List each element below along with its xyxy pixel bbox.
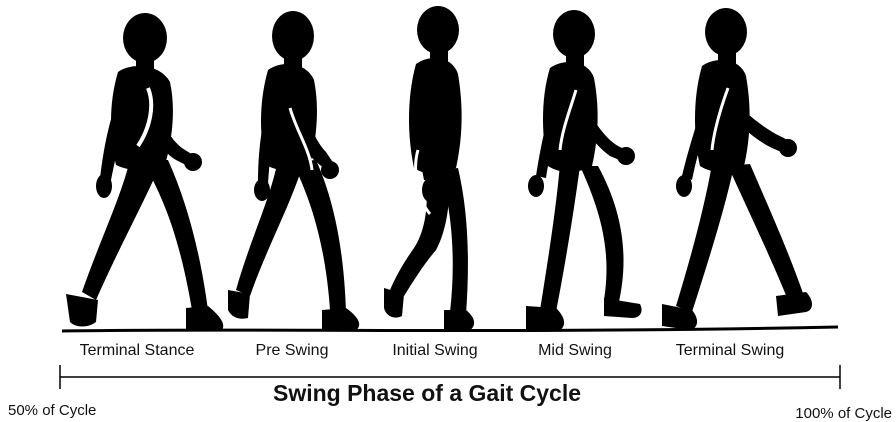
phase-label-pre-swing: Pre Swing <box>256 342 329 360</box>
figure-pre-swing <box>228 11 359 330</box>
figure-terminal-stance <box>66 13 223 330</box>
phase-label-initial-swing: Initial Swing <box>392 342 477 360</box>
cycle-start-label: 50% of Cycle <box>8 402 96 419</box>
figure-initial-swing <box>384 6 474 330</box>
figure-terminal-swing <box>662 8 812 330</box>
cycle-end-label: 100% of Cycle <box>795 405 892 422</box>
diagram-title: Swing Phase of a Gait Cycle <box>273 380 581 407</box>
figure-mid-swing <box>526 10 642 330</box>
phase-label-terminal-stance: Terminal Stance <box>80 342 195 360</box>
gait-figures <box>0 0 896 340</box>
phase-label-mid-swing: Mid Swing <box>538 342 612 360</box>
phase-label-terminal-swing: Terminal Swing <box>676 342 784 360</box>
